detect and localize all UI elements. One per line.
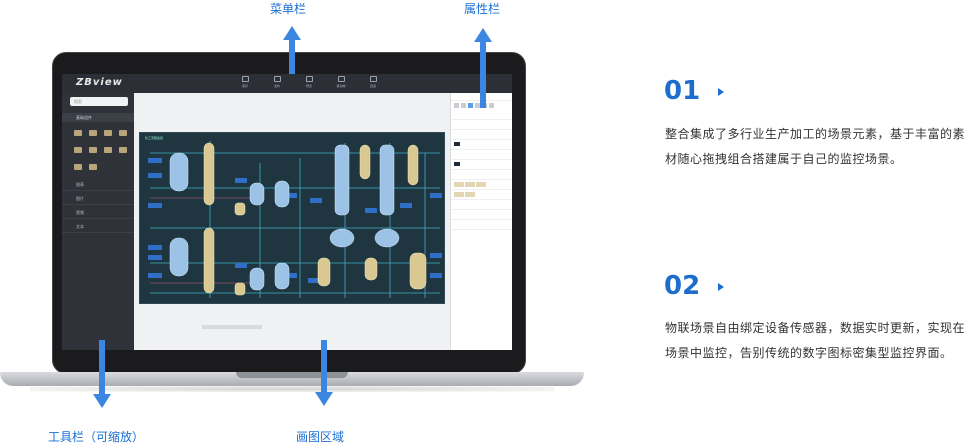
- component-item[interactable]: [102, 144, 113, 155]
- property-row[interactable]: [451, 210, 512, 220]
- app-screen: ZBview 保存 发布 预览 移动端 回退 搜索 基础组件 图表 图片 视频: [62, 74, 512, 350]
- component-item[interactable]: [102, 127, 113, 138]
- color-swatch[interactable]: [454, 142, 460, 146]
- property-row[interactable]: [451, 150, 512, 160]
- toolbar-group-item[interactable]: 视频: [62, 205, 134, 219]
- toolbar-group-item[interactable]: 文本: [62, 219, 134, 233]
- search-input[interactable]: 搜索: [70, 97, 128, 106]
- app-logo: ZBview: [76, 77, 123, 88]
- property-bar-callout: 属性栏: [464, 2, 501, 16]
- property-row[interactable]: [451, 170, 512, 180]
- menu-item-save[interactable]: 保存: [234, 76, 256, 91]
- component-item[interactable]: [72, 127, 83, 138]
- feature-description: 物联场景自由绑定设备传感器，数据实时更新，实现在场景中监控，告别传统的数字图标密…: [665, 321, 966, 360]
- menu-item-publish[interactable]: 发布: [266, 76, 288, 91]
- process-diagram[interactable]: 化工流程监控: [139, 132, 445, 304]
- arrow-up-icon: [474, 28, 492, 42]
- property-header: [451, 93, 512, 101]
- mobile-icon: [337, 76, 345, 82]
- arrow-down-icon: [315, 392, 333, 406]
- menu-item-label: 回退: [369, 84, 376, 88]
- component-item[interactable]: [72, 161, 83, 172]
- toolbar-group-list: 图表 图片 视频 文本: [62, 177, 134, 233]
- property-tab[interactable]: [461, 103, 466, 108]
- menu-item-preview[interactable]: 预览: [298, 76, 320, 91]
- property-row[interactable]: [451, 130, 512, 140]
- menu-bar-callout: 菜单栏: [270, 2, 307, 16]
- option-button[interactable]: [465, 182, 475, 187]
- laptop-base: [0, 372, 584, 386]
- menu-item-label: 移动端: [336, 84, 346, 88]
- component-item[interactable]: [87, 161, 98, 172]
- component-item[interactable]: [87, 127, 98, 138]
- property-row[interactable]: [451, 190, 512, 200]
- toolbar-group-item[interactable]: 图表: [62, 177, 134, 191]
- property-tabs: [451, 101, 512, 110]
- save-icon: [241, 76, 249, 82]
- property-panel: [450, 93, 512, 350]
- arrow-up-icon: [283, 26, 301, 40]
- canvas-title: 化工流程监控: [145, 136, 164, 140]
- app-menu-bar: ZBview 保存 发布 预览 移动端 回退: [62, 74, 512, 93]
- publish-icon: [273, 76, 281, 82]
- canvas-area-callout: 画图区域: [296, 430, 345, 443]
- property-row[interactable]: [451, 180, 512, 190]
- property-row[interactable]: [451, 200, 512, 210]
- preview-icon: [305, 76, 313, 82]
- option-button[interactable]: [454, 192, 464, 197]
- drawing-canvas[interactable]: 化工流程监控: [134, 93, 450, 350]
- toolbar-callout: 工具栏（可缩放）: [48, 430, 145, 443]
- menu-item-undo[interactable]: 回退: [362, 76, 384, 91]
- feature-number: 01: [664, 76, 701, 106]
- left-toolbar: 搜索 基础组件 图表 图片 视频 文本: [62, 93, 134, 350]
- play-arrow-icon: [718, 88, 724, 96]
- component-grid: [72, 127, 128, 172]
- laptop-notch: [236, 372, 348, 378]
- property-row[interactable]: [451, 220, 512, 230]
- canvas-status-bar: [202, 325, 262, 329]
- menu-item-label: 预览: [305, 84, 312, 88]
- property-row[interactable]: [451, 140, 512, 150]
- laptop-shadow: [30, 386, 554, 392]
- toolbar-group-item[interactable]: 图片: [62, 191, 134, 205]
- menu-item-label: 发布: [273, 84, 280, 88]
- property-row[interactable]: [451, 160, 512, 170]
- component-item[interactable]: [87, 144, 98, 155]
- option-button[interactable]: [465, 192, 475, 197]
- option-button[interactable]: [476, 182, 486, 187]
- process-svg: [148, 141, 442, 298]
- property-row[interactable]: [451, 120, 512, 130]
- property-tab[interactable]: [468, 103, 473, 108]
- toolbar-section-header[interactable]: 基础组件: [62, 113, 134, 122]
- undo-icon: [369, 76, 377, 82]
- component-item[interactable]: [72, 144, 83, 155]
- color-swatch[interactable]: [454, 162, 460, 166]
- component-item[interactable]: [117, 127, 128, 138]
- menu-items: 保存 发布 预览 移动端 回退: [234, 76, 384, 91]
- option-button[interactable]: [454, 182, 464, 187]
- arrow-down-icon: [93, 394, 111, 408]
- property-tab[interactable]: [482, 103, 487, 108]
- feature-number: 02: [664, 271, 701, 301]
- property-tab[interactable]: [454, 103, 459, 108]
- toolbar-section-label: 基础组件: [76, 115, 92, 120]
- property-row[interactable]: [451, 110, 512, 120]
- component-item[interactable]: [117, 144, 128, 155]
- feature-description: 整合集成了多行业生产加工的场景元素，基于丰富的素材随心拖拽组合搭建属于自己的监控…: [665, 127, 966, 166]
- menu-item-label: 保存: [241, 84, 248, 88]
- menu-item-mobile[interactable]: 移动端: [330, 76, 352, 91]
- property-tab[interactable]: [475, 103, 480, 108]
- property-tab[interactable]: [489, 103, 494, 108]
- play-arrow-icon: [718, 283, 724, 291]
